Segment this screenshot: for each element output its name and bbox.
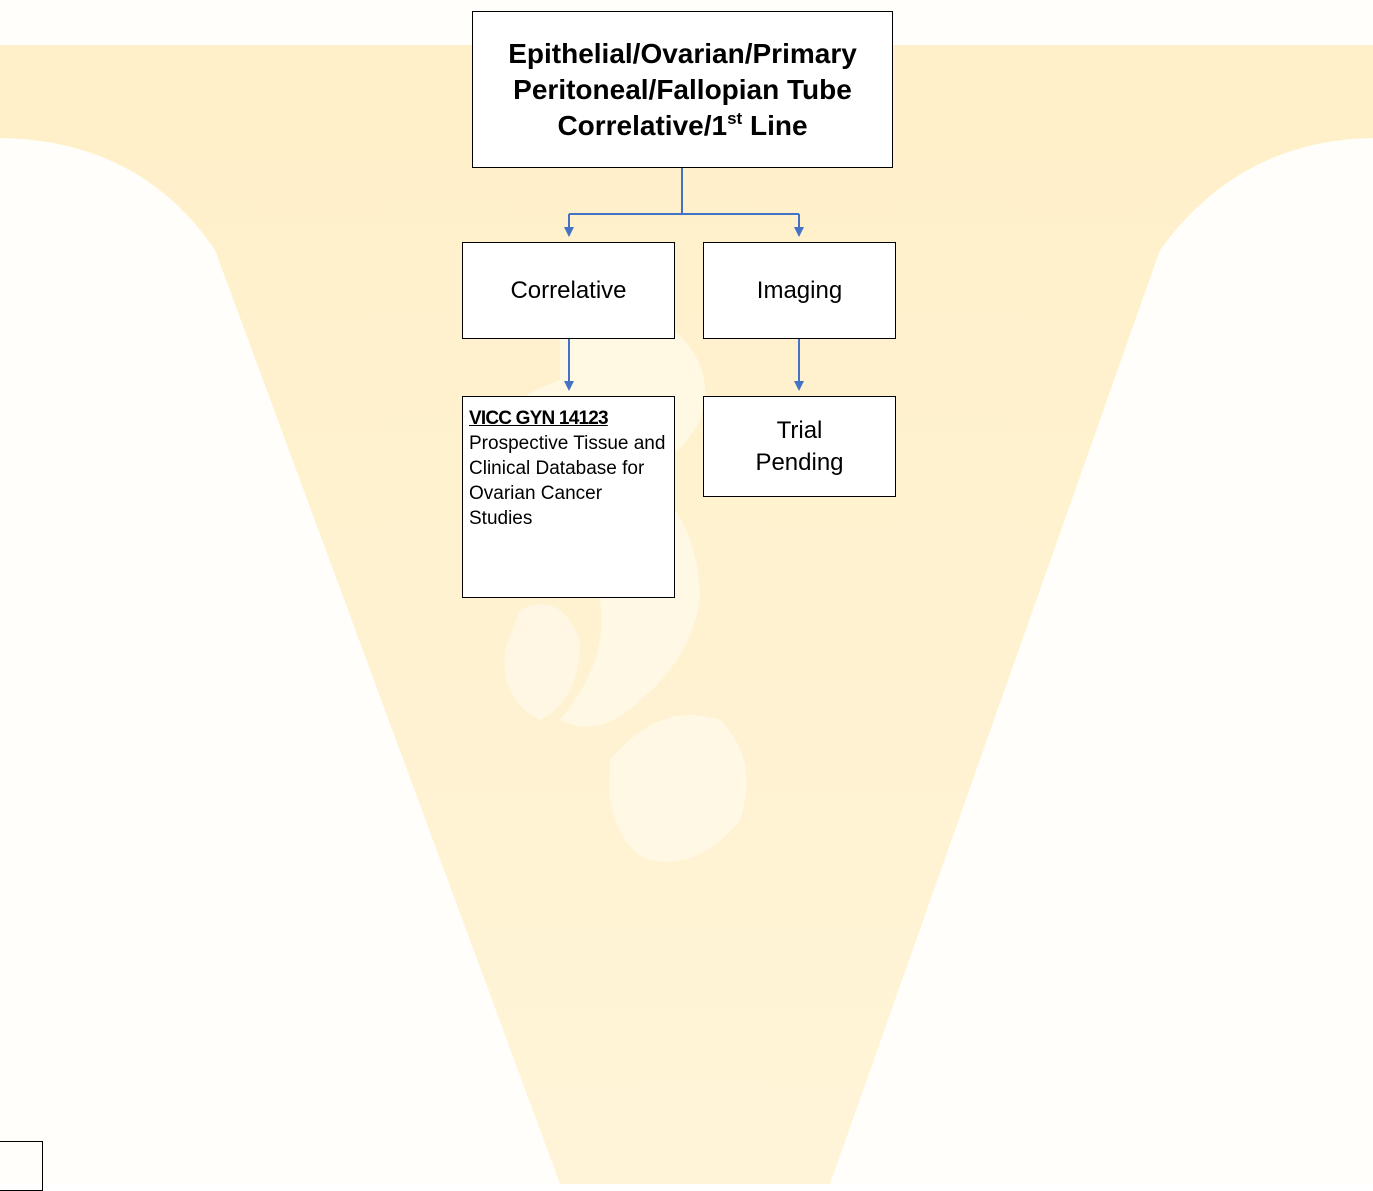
correlative-node: Correlative — [462, 242, 675, 339]
root-node-label: Epithelial/Ovarian/Primary Peritoneal/Fa… — [508, 36, 857, 144]
vicc-gyn-14123-node: VICC GYN 14123 Prospective Tissue and Cl… — [462, 396, 675, 598]
imaging-node-label: Imaging — [756, 276, 843, 304]
root-node: Epithelial/Ovarian/Primary Peritoneal/Fa… — [472, 11, 893, 168]
correlative-node-label: Correlative — [510, 276, 627, 304]
vicc-trial-description: Prospective Tissue and Clinical Database… — [469, 433, 666, 529]
root-line-1: Epithelial/Ovarian/Primary — [508, 37, 857, 69]
root-line-3-suffix: Line — [742, 109, 808, 141]
root-line-3-prefix: Correlative/1 — [557, 109, 728, 141]
trial-pending-node: Trial Pending — [703, 396, 896, 497]
imaging-node: Imaging — [703, 242, 896, 339]
root-line-3-superscript: st — [727, 108, 743, 128]
root-line-2: Peritoneal/Fallopian Tube — [513, 73, 852, 105]
trial-pending-label: Trial Pending — [755, 416, 844, 476]
vicc-trial-title: VICC GYN 14123 — [469, 408, 609, 429]
